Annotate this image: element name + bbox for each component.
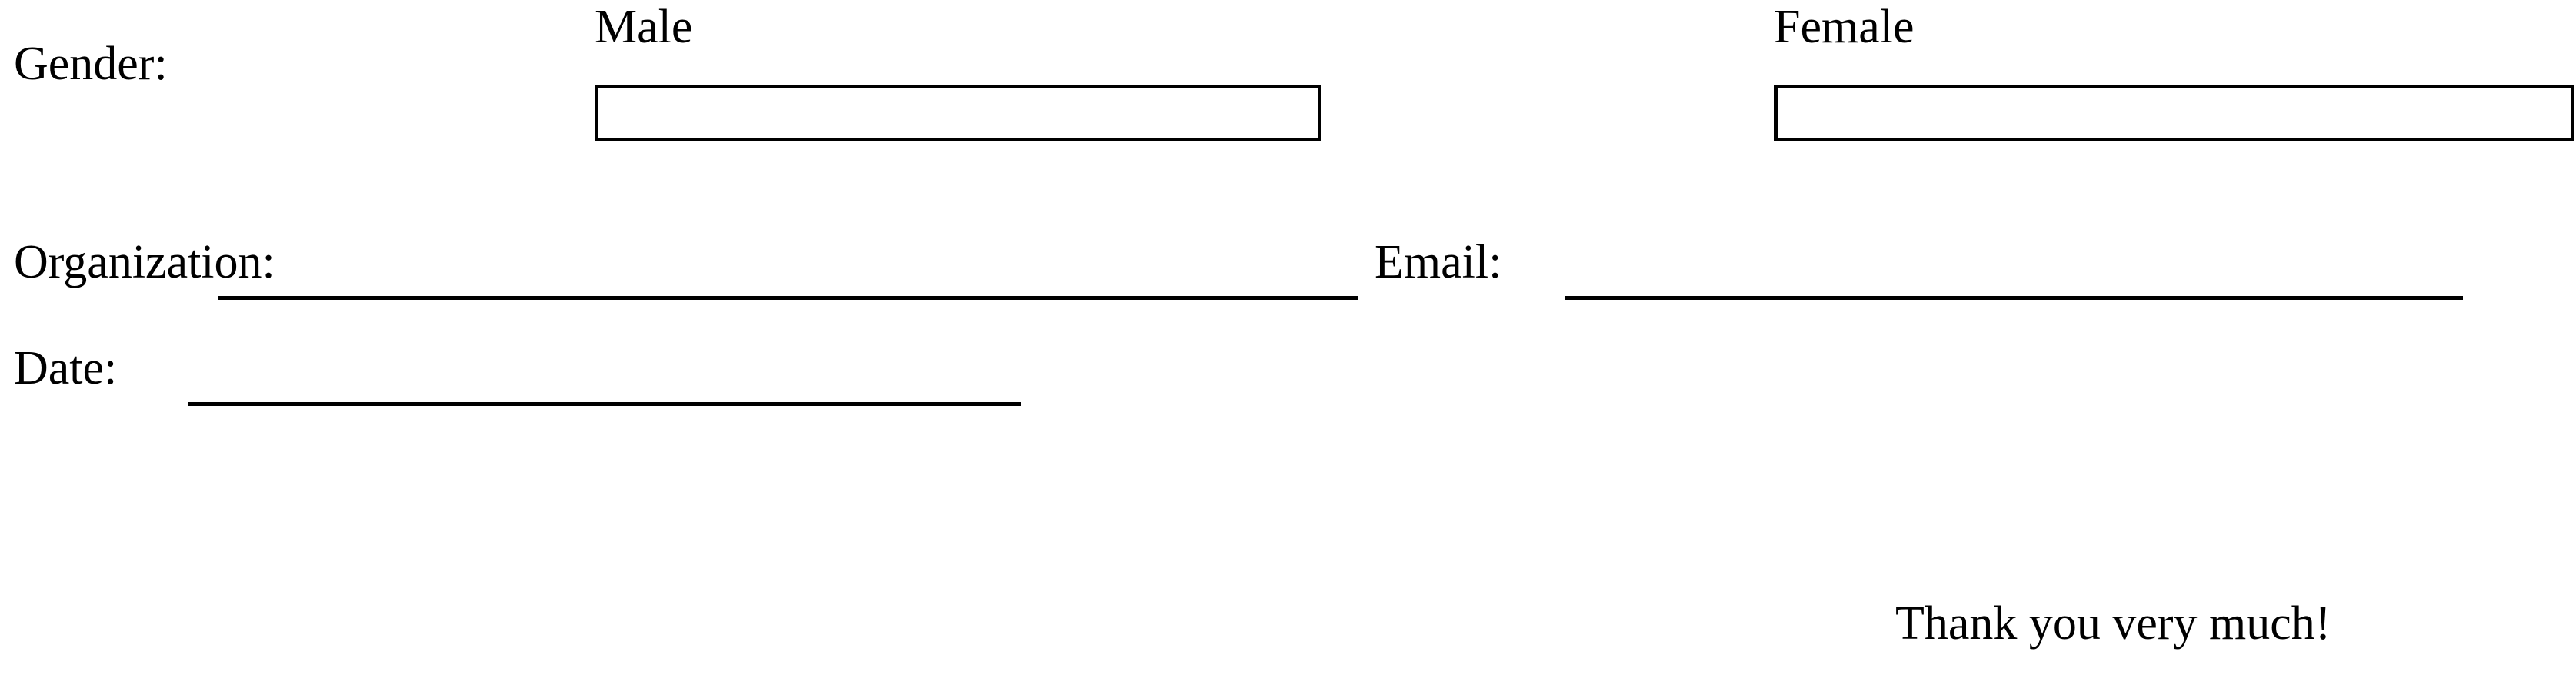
email-label: Email: bbox=[1375, 236, 1502, 288]
email-input-blank[interactable] bbox=[1565, 296, 2463, 300]
organization-input-blank[interactable] bbox=[218, 296, 1358, 300]
date-label: Date: bbox=[14, 342, 118, 394]
gender-label: Gender: bbox=[14, 38, 168, 90]
gender-option-female-label: Female bbox=[1774, 1, 1915, 53]
gender-option-male-label: Male bbox=[595, 1, 693, 53]
gender-option-male-checkbox[interactable] bbox=[595, 85, 1321, 141]
gender-option-female-checkbox[interactable] bbox=[1774, 85, 2574, 141]
closing-thank-you-text: Thank you very much! bbox=[1895, 597, 2331, 650]
organization-label: Organization: bbox=[14, 236, 275, 288]
date-input-blank[interactable] bbox=[188, 402, 1021, 406]
